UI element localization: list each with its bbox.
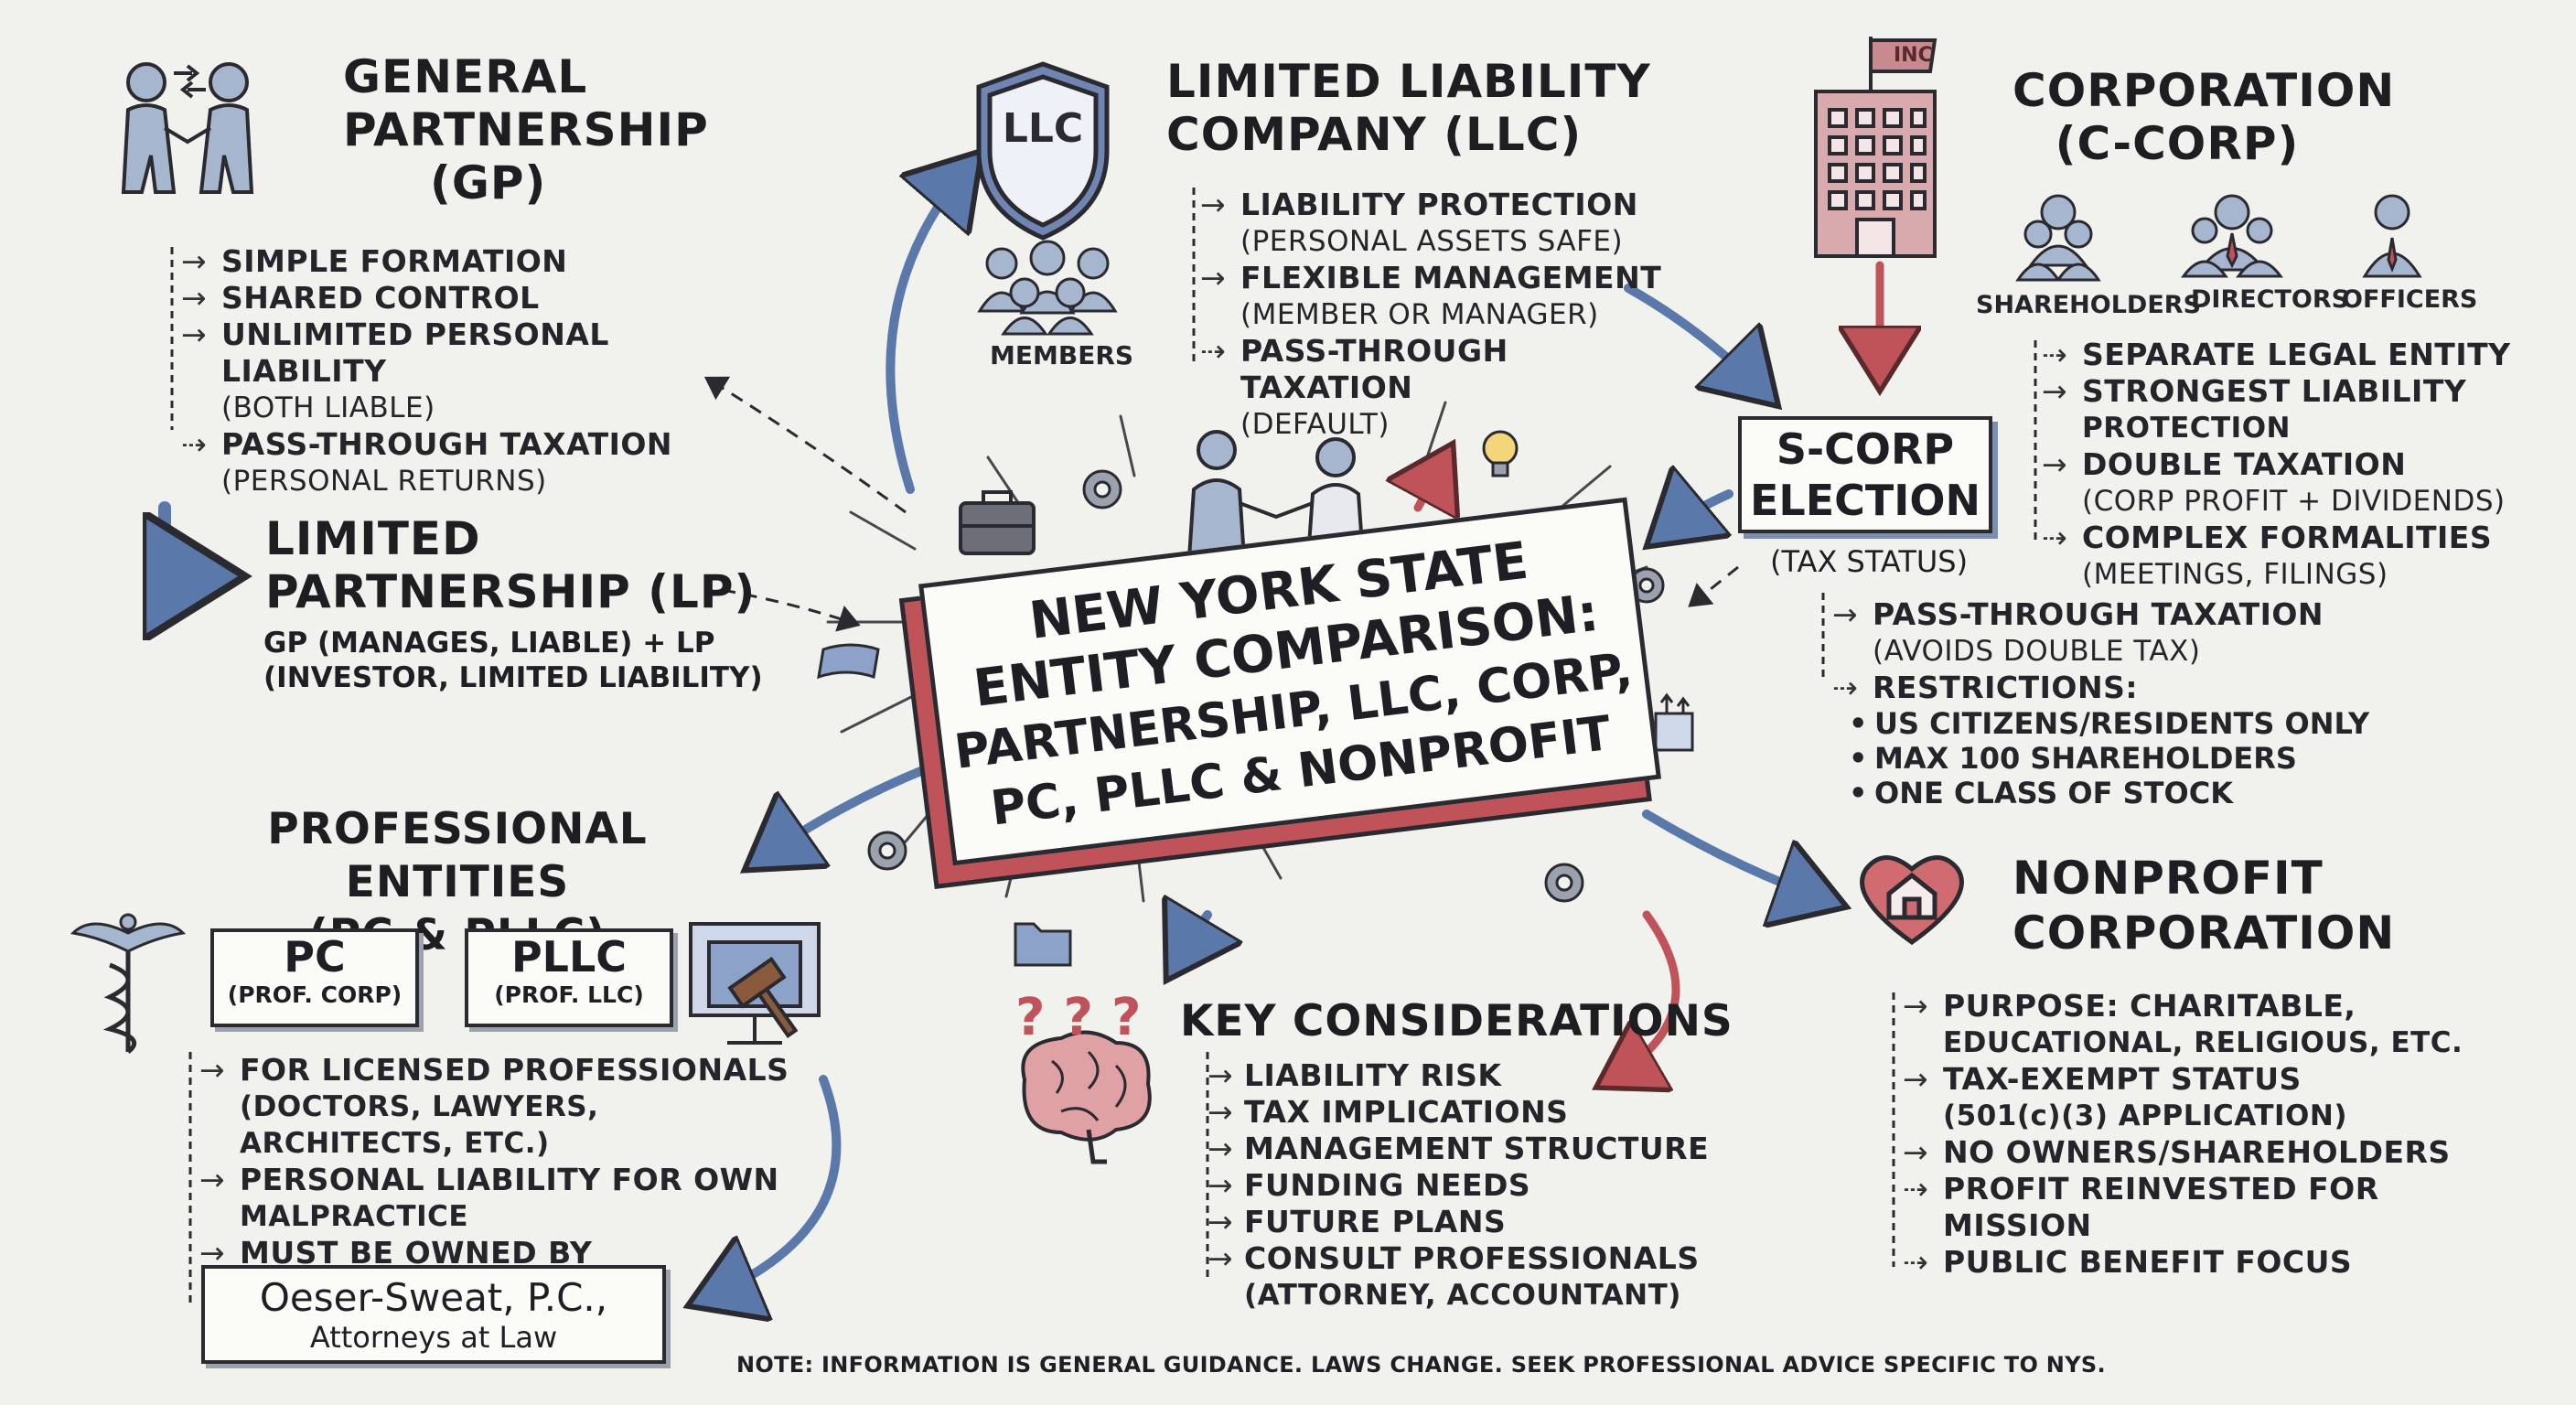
nonprofit-title: NONPROFIT CORPORATION: [2012, 851, 2395, 960]
briefcase-icon: [959, 490, 1036, 555]
document-icon: [1654, 692, 1694, 752]
gavel-monitor-icon: [689, 922, 821, 1045]
corp-title-line: CORPORATION: [2012, 64, 2396, 117]
scorp-restrictions: US CITIZENS/RESIDENTS ONLY MAX 100 SHARE…: [1843, 706, 2410, 810]
pllc-box: PLLC (PROF. LLC): [465, 928, 673, 1027]
key-item: MANAGEMENT STRUCTURE: [1208, 1131, 1720, 1167]
nonprofit-item: PROFIT REINVESTED FOR MISSION: [1903, 1171, 2534, 1244]
lp-desc-line: GP (MANAGES, LIABLE) + LP: [263, 627, 715, 660]
gear-icon: [867, 469, 1665, 903]
shareholders-icon: [2015, 194, 2101, 282]
gp-title-line: GENERAL: [343, 50, 588, 103]
nonprofit-title-line: NONPROFIT: [2012, 852, 2324, 905]
nonprofit-item: TAX-EXEMPT STATUS(501(c)(3) APPLICATION): [1903, 1061, 2534, 1134]
nonprofit-item: NO OWNERS/SHAREHOLDERS: [1903, 1134, 2534, 1171]
caduceus-icon: [70, 913, 187, 1054]
scorp-list: PASS-THROUGH TAXATION(AVOIDS DOUBLE TAX)…: [1832, 596, 2345, 706]
key-list: LIABILITY RISK TAX IMPLICATIONS MANAGEME…: [1208, 1057, 1720, 1314]
inc-flag-label: INC: [1894, 44, 1933, 67]
pllc-full: (PROF. LLC): [494, 981, 644, 1008]
llc-title: LIMITED LIABILITY COMPANY (LLC): [1166, 55, 1651, 161]
restriction-item: ONE CLASS OF STOCK: [1843, 776, 2410, 810]
key-title: KEY CONSIDERATIONS: [1180, 996, 1733, 1046]
list-brackets: [170, 188, 2037, 1308]
footer-note: NOTE: INFORMATION IS GENERAL GUIDANCE. L…: [736, 1352, 2106, 1378]
firm-name: Oeser-Sweat, P.C.,: [259, 1275, 608, 1320]
firm-box: Oeser-Sweat, P.C., Attorneys at Law: [201, 1265, 666, 1364]
lp-title-line: LIMITED: [265, 512, 481, 565]
question-marks: ???: [1015, 988, 1160, 1047]
key-item: CONSULT PROFESSIONALS(ATTORNEY, ACCOUNTA…: [1208, 1240, 1720, 1314]
gp-item: PASS-THROUGH TAXATION(PERSONAL RETURNS): [181, 426, 767, 499]
directors-icon: [2181, 194, 2283, 278]
key-item: TAX IMPLICATIONS: [1208, 1094, 1720, 1131]
members-icon: [977, 240, 1118, 336]
llc-item: LIABILITY PROTECTION(PERSONAL ASSETS SAF…: [1200, 187, 1676, 260]
gp-item: SHARED CONTROL: [181, 280, 767, 316]
gp-title: GENERAL PARTNERSHIP (GP): [343, 50, 709, 209]
role-officers: OFFICERS: [2342, 285, 2478, 314]
key-item: LIABILITY RISK: [1208, 1057, 1720, 1094]
restriction-item: MAX 100 SHAREHOLDERS: [1843, 741, 2410, 776]
key-item: FUTURE PLANS: [1208, 1204, 1720, 1240]
nonprofit-title-line: CORPORATION: [2012, 906, 2396, 960]
corp-item: SEPARATE LEGAL ENTITY: [2042, 337, 2554, 373]
scorp-box-line: ELECTION: [1749, 476, 1980, 525]
folder-icon: [1014, 922, 1072, 967]
lp-description: GP (MANAGES, LIABLE) + LP (INVESTOR, LIM…: [263, 626, 763, 695]
building-icon: [1814, 37, 1937, 258]
gp-title-line: PARTNERSHIP: [343, 103, 709, 156]
lp-title-line: PARTNERSHIP (LP): [265, 565, 757, 618]
nonprofit-item: PUBLIC BENEFIT FOCUS: [1903, 1244, 2534, 1281]
scorp-box-line: S-CORP: [1776, 424, 1955, 474]
pc-full: (PROF. CORP): [227, 981, 402, 1008]
llc-title-line: LIMITED LIABILITY: [1166, 55, 1651, 108]
handshake-icon: [121, 62, 254, 194]
role-directors: DIRECTORS: [2191, 285, 2350, 314]
scorp-box: S-CORP ELECTION: [1738, 416, 1992, 533]
corp-title-line: (C-CORP): [2055, 117, 2300, 170]
role-shareholders: SHAREHOLDERS: [1976, 291, 2202, 319]
restriction-item: US CITIZENS/RESIDENTS ONLY: [1843, 706, 2410, 741]
scorp-status: (TAX STATUS): [1770, 544, 1969, 579]
pllc-name: PLLC: [510, 932, 628, 981]
firm-sub: Attorneys at Law: [309, 1320, 558, 1355]
gp-list: SIMPLE FORMATION SHARED CONTROL UNLIMITE…: [181, 243, 767, 499]
key-item: FUNDING NEEDS: [1208, 1167, 1720, 1204]
llc-badge: LLC: [1002, 105, 1084, 152]
llc-item: PASS-THROUGH TAXATION(DEFAULT): [1200, 333, 1676, 443]
scroll-icon: [817, 643, 880, 680]
scorp-item: RESTRICTIONS:: [1832, 670, 2345, 706]
nonprofit-list: PURPOSE: CHARITABLE,EDUCATIONAL, RELIGIO…: [1903, 988, 2534, 1281]
officers-icon: [2362, 194, 2422, 278]
corp-list: SEPARATE LEGAL ENTITY STRONGEST LIABILIT…: [2042, 337, 2554, 593]
corp-item: DOUBLE TAXATION(CORP PROFIT + DIVIDENDS): [2042, 446, 2554, 520]
pc-box: PC (PROF. CORP): [210, 928, 419, 1027]
lp-desc-line: (INVESTOR, LIMITED LIABILITY): [263, 661, 763, 694]
prof-title-line: PROFESSIONAL ENTITIES: [267, 804, 648, 907]
members-label: MEMBERS: [990, 340, 1134, 370]
nonprofit-item: PURPOSE: CHARITABLE,EDUCATIONAL, RELIGIO…: [1903, 988, 2534, 1061]
corp-item: COMPLEX FORMALITIES(MEETINGS, FILINGS): [2042, 520, 2554, 593]
corp-title: CORPORATION (C-CORP): [2012, 64, 2396, 170]
llc-list: LIABILITY PROTECTION(PERSONAL ASSETS SAF…: [1200, 187, 1676, 443]
brain-icon: [1021, 1030, 1152, 1164]
gp-item: SIMPLE FORMATION: [181, 243, 767, 280]
gp-title-line: (GP): [430, 156, 547, 209]
pc-name: PC: [284, 932, 346, 981]
scorp-item: PASS-THROUGH TAXATION(AVOIDS DOUBLE TAX): [1832, 596, 2345, 670]
llc-item: FLEXIBLE MANAGEMENT(MEMBER OR MANAGER): [1200, 260, 1676, 333]
gp-item: UNLIMITED PERSONAL LIABILITY(BOTH LIABLE…: [181, 316, 767, 426]
shield-icon: [976, 61, 1110, 241]
prof-item: FOR LICENSED PROFESSIONALS(DOCTORS, LAWY…: [199, 1052, 821, 1162]
heart-house-icon: [1860, 855, 1964, 946]
lp-title: LIMITED PARTNERSHIP (LP): [265, 512, 756, 618]
llc-title-line: COMPANY (LLC): [1166, 108, 1583, 161]
